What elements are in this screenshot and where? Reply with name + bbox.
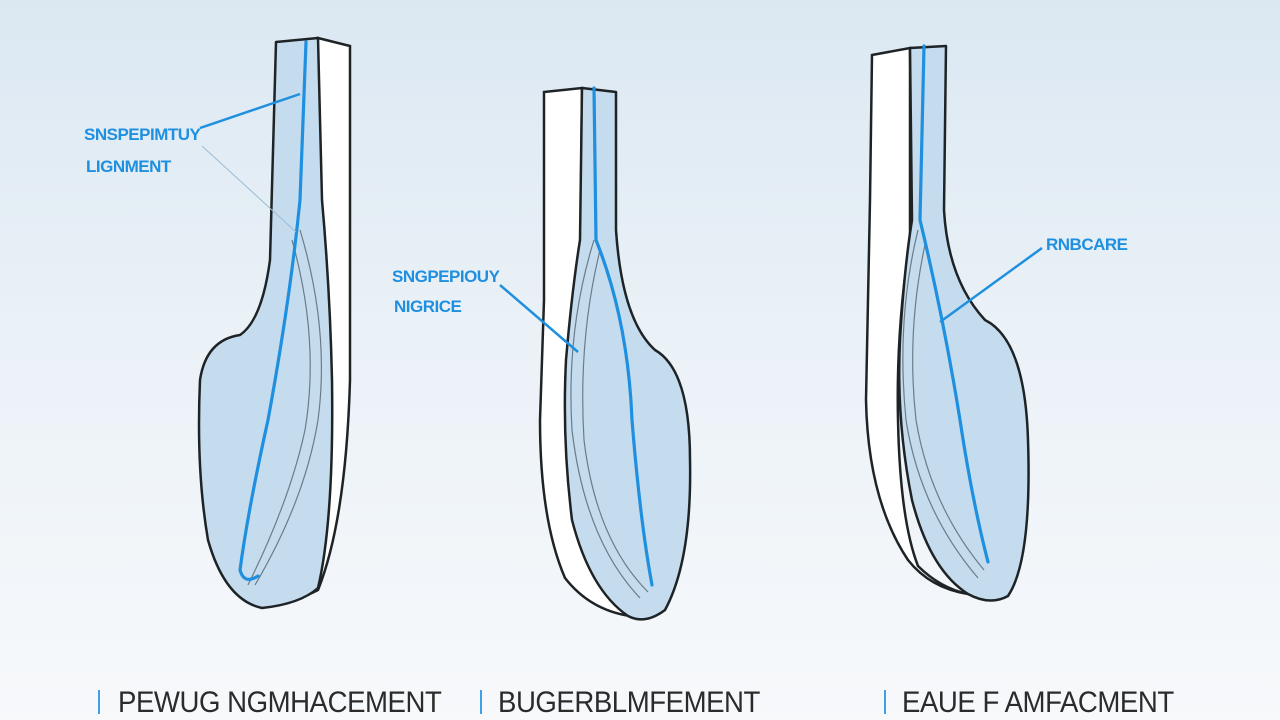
figure-right: RNBCARE — [864, 44, 1128, 602]
figure-right-leader-line — [939, 246, 1043, 324]
figure-middle-fold-2 — [582, 249, 649, 593]
figure-left: SNSPEPIMTUY LIGNMENT — [84, 36, 352, 610]
figure-left-fold-1 — [254, 229, 323, 586]
figure-right-ligament — [918, 44, 990, 564]
caption-left-marker — [98, 690, 100, 714]
figure-left-leader-line — [199, 92, 301, 130]
caption-right-marker — [884, 690, 886, 714]
label-right: RNBCARE — [1046, 235, 1128, 254]
caption-left: PEWUG NGMHACEMENT — [118, 686, 442, 719]
caption-right: EAUE F AMFACMENT — [902, 686, 1174, 719]
figure-right-body — [897, 44, 1030, 602]
label-middle-line1: SNGPEPIOUY — [392, 267, 501, 286]
figure-right-fold-1 — [902, 229, 979, 579]
figure-left-fold-2 — [247, 239, 311, 586]
figure-middle: SNGPEPIOUY NIGRICE — [392, 86, 692, 621]
caption-middle-marker — [480, 690, 482, 714]
figure-left-body — [197, 36, 334, 610]
figure-middle-leader-line — [499, 284, 579, 353]
figure-left-ligament — [238, 40, 308, 581]
figure-right-fold-2 — [912, 239, 985, 571]
figure-middle-fold-1 — [570, 239, 641, 599]
label-left-line1: SNSPEPIMTUY — [84, 125, 202, 144]
figure-middle-ligament — [592, 86, 654, 587]
label-middle-line2: NIGRICE — [394, 297, 462, 316]
figure-left-leader-thin — [201, 145, 297, 233]
label-left-line2: LIGNMENT — [86, 157, 172, 176]
caption-middle: BUGERBLMFEMENT — [498, 686, 760, 719]
